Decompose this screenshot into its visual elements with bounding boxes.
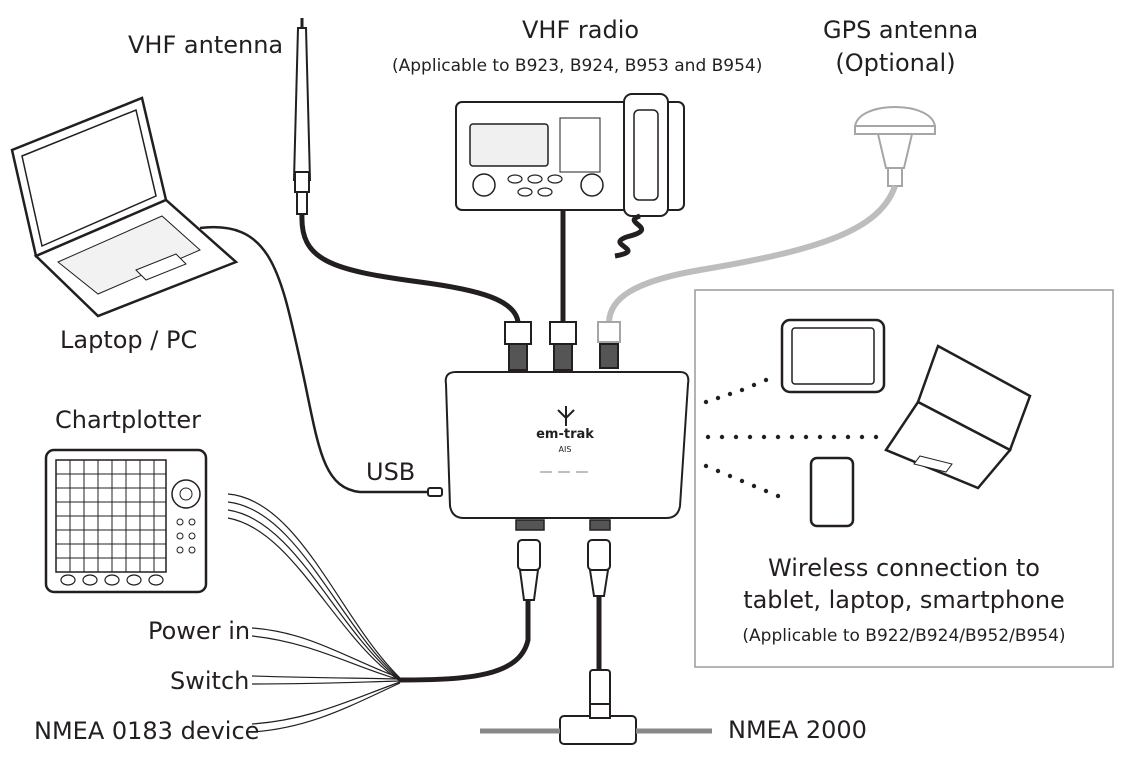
nmea-2000-label: NMEA 2000 — [728, 716, 867, 744]
em-trak-brand: em-trak — [536, 427, 594, 442]
wireless-label-line1: Wireless connection to — [767, 554, 1040, 582]
wireless-label-line2: tablet, laptop, smartphone — [743, 586, 1065, 614]
nmea2000-tee-connector — [480, 669, 712, 745]
vhf-antenna-cable — [299, 213, 521, 323]
usb-label: USB — [366, 458, 416, 486]
laptop-pc-icon — [10, 96, 239, 318]
power-cable — [399, 600, 531, 683]
smartphone-icon — [809, 456, 855, 528]
nmea-0183-label: NMEA 0183 device — [34, 717, 260, 745]
wire-bundle — [227, 493, 401, 733]
wireless-note: (Applicable to B922/B924/B952/B954) — [742, 626, 1066, 646]
top-connectors — [504, 321, 621, 371]
power-in-label: Power in — [148, 617, 251, 645]
wireless-signal-dots — [703, 377, 879, 499]
laptop-pc-label: Laptop / PC — [60, 326, 198, 354]
ais-unit — [444, 371, 690, 519]
gps-cable — [606, 184, 898, 323]
gps-optional-label: (Optional) — [835, 49, 956, 77]
chartplotter-icon — [44, 448, 208, 594]
gps-antenna-label: GPS antenna — [823, 16, 979, 44]
vhf-radio-icon — [455, 93, 685, 259]
wireless-laptop-icon — [884, 344, 1032, 490]
vhf-antenna-label: VHF antenna — [128, 31, 284, 59]
ais-model-label: AIS — [558, 445, 572, 454]
vhf-radio-label: VHF radio — [522, 16, 640, 44]
em-trak-logo-icon — [557, 406, 575, 426]
chartplotter-label: Chartplotter — [55, 406, 201, 434]
tablet-icon — [780, 318, 886, 394]
vhf-radio-note: (Applicable to B923, B924, B953 and B954… — [392, 56, 763, 76]
switch-label: Switch — [170, 667, 250, 695]
bottom-connectors — [515, 519, 611, 601]
wireless-box — [694, 289, 1114, 668]
usb-cable — [199, 225, 428, 494]
usb-plug — [427, 487, 443, 497]
vhf-antenna-icon — [292, 18, 312, 215]
gps-antenna-icon — [853, 106, 937, 187]
